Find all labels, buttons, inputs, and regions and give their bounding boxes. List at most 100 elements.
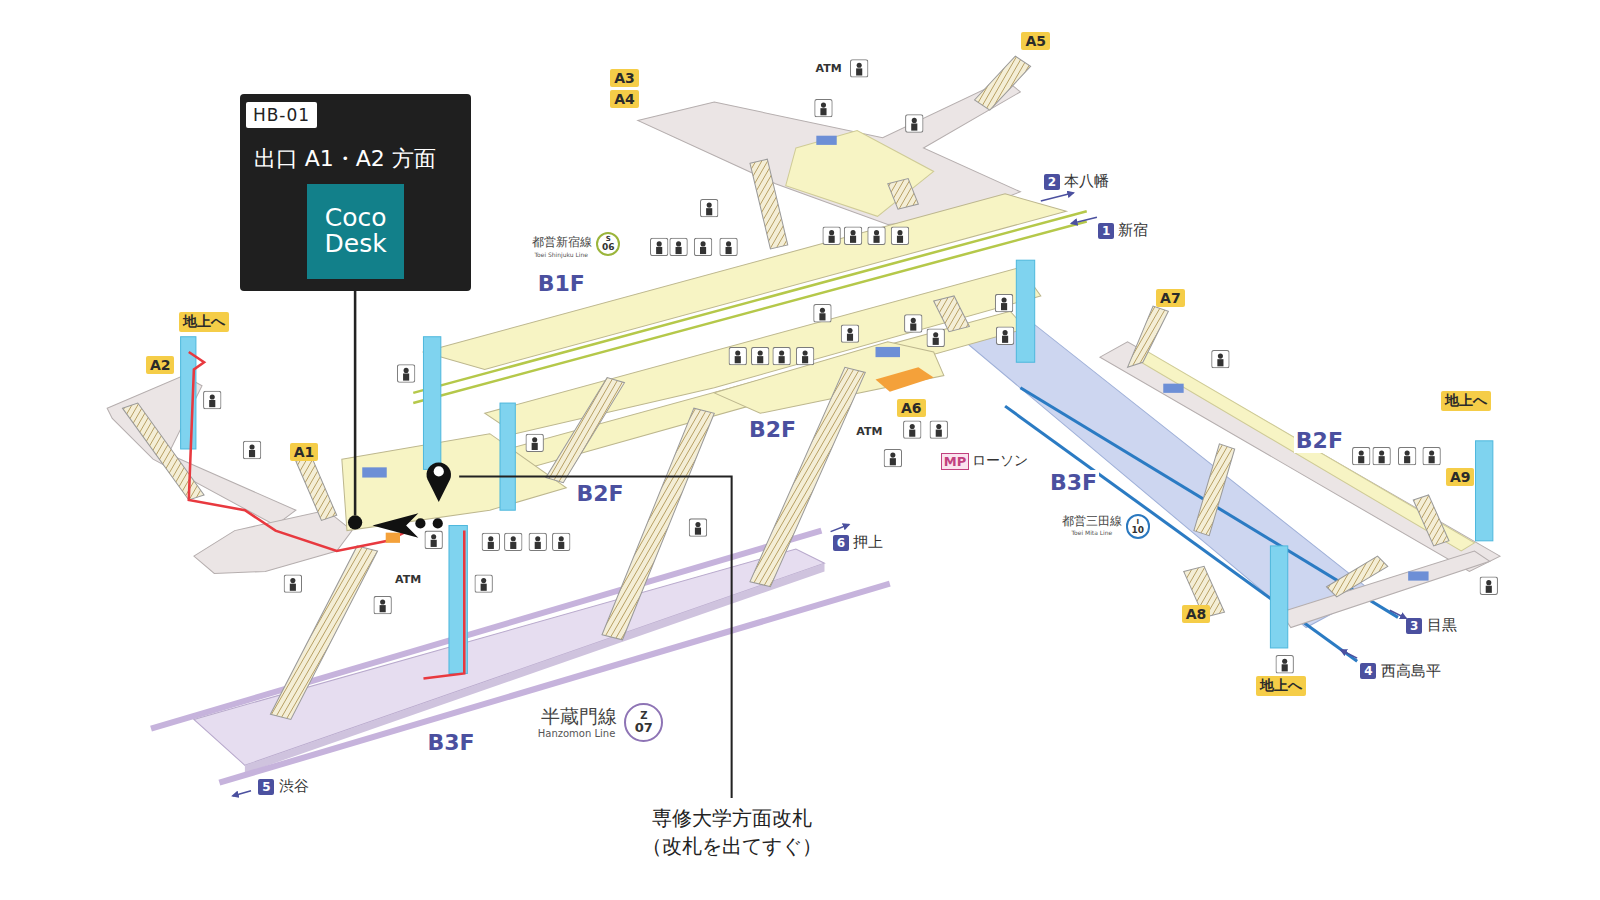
platform	[485, 267, 1041, 433]
exit-tag: 地上へ	[179, 312, 229, 332]
elevator-shaft	[500, 403, 515, 510]
elevator-shaft	[1476, 441, 1493, 541]
concourse-floor	[1133, 350, 1475, 551]
facility-icon	[773, 347, 790, 364]
line-badge: Z07	[624, 703, 663, 742]
line-name: 半蔵門線	[541, 704, 617, 730]
facility-icon	[996, 327, 1013, 344]
facility-icon	[796, 347, 813, 364]
exit-name: A5	[1025, 33, 1046, 49]
exit-tag: A3	[610, 69, 639, 87]
stair	[974, 56, 1030, 110]
stair	[546, 378, 625, 483]
concourse	[194, 510, 352, 573]
facility-icon	[884, 449, 901, 466]
gate-note: 専修大学方面改札	[652, 805, 812, 832]
facility-icon	[1212, 351, 1229, 368]
exit-name: A1	[294, 444, 315, 460]
route-line	[189, 352, 408, 551]
map-pin	[427, 462, 451, 502]
facility-icon	[243, 441, 260, 458]
gate-note: （改札を出てすぐ）	[642, 833, 822, 860]
facility-icon	[720, 238, 737, 255]
concourse-floor	[342, 434, 566, 531]
facility-icon	[814, 305, 831, 322]
facility-icon	[651, 238, 668, 255]
track-line	[219, 584, 889, 783]
facility-icon	[701, 199, 718, 216]
line-code: Z	[640, 711, 647, 721]
facility-icon	[475, 575, 492, 592]
stair	[1194, 444, 1235, 536]
stair	[1327, 556, 1388, 597]
location-dot	[415, 518, 425, 528]
exit-tag: A5	[1021, 32, 1050, 50]
exit-tag: 地上へ	[1441, 391, 1491, 411]
direction-number: 1	[1098, 223, 1114, 239]
location-dot	[433, 518, 443, 528]
direction-name: 押上	[852, 533, 884, 552]
direction-digit: 1	[1100, 223, 1112, 239]
direction-digit: 6	[835, 535, 847, 551]
floor-label: B2F	[747, 417, 798, 442]
exit-name: A9	[1450, 469, 1471, 485]
facility-icon	[1398, 447, 1415, 464]
exit-name: A3	[614, 70, 635, 86]
exit-name: A7	[1160, 290, 1181, 306]
service-name: Coco Desk	[311, 205, 400, 258]
exit-tag: A8	[1182, 605, 1211, 623]
code-text: HB-01	[253, 105, 310, 125]
floor-label: B1F	[536, 271, 587, 296]
line-name: 都営三田線	[1062, 513, 1122, 530]
facility-icon	[1276, 656, 1293, 673]
direction-name: 目黒	[1426, 616, 1458, 635]
facility-icon	[505, 533, 522, 550]
line-code: 07	[635, 721, 653, 734]
direction-digit: 4	[1362, 663, 1374, 679]
exit-tag: A9	[1446, 468, 1475, 486]
facility-icon	[397, 365, 414, 382]
facility-icon	[729, 347, 746, 364]
concourse-floor	[786, 131, 934, 217]
atm-label: ATM	[394, 573, 422, 586]
direction-name: 西高島平	[1380, 662, 1442, 681]
direction-digit: 3	[1408, 618, 1420, 634]
exit-name: A2	[150, 357, 171, 373]
facility-icon	[1353, 447, 1370, 464]
stair	[602, 408, 714, 640]
elevator-shaft	[423, 337, 440, 470]
stair	[750, 159, 788, 249]
ticket-gate	[876, 347, 900, 357]
facility-icon	[689, 519, 706, 536]
floor-label: B3F	[1048, 470, 1099, 495]
direction-number: 4	[1360, 663, 1376, 679]
exit-tag: A4	[610, 90, 639, 108]
facility-icon	[526, 434, 543, 451]
callout-heading: 出口 A1・A2 方面	[254, 144, 472, 174]
floor-label: B3F	[425, 730, 476, 755]
atm-label: ATM	[855, 425, 883, 438]
facility-icon	[482, 533, 499, 550]
facility-icon	[844, 227, 861, 244]
concourse	[638, 80, 1021, 225]
exit-name: 地上へ	[1445, 392, 1487, 410]
stair	[750, 367, 865, 586]
track-line	[1020, 388, 1398, 618]
shop-area	[386, 533, 400, 543]
direction-arrow	[1390, 610, 1406, 618]
line-code: I	[1136, 519, 1139, 526]
stair	[1413, 495, 1449, 546]
direction-digit: 5	[260, 779, 272, 795]
shop-name: ローソン	[971, 452, 1029, 470]
facility-icon	[204, 391, 221, 408]
exit-tag: A6	[897, 399, 926, 417]
facility-icon	[906, 115, 923, 132]
exit-name: A4	[614, 91, 635, 107]
exit-name: A8	[1186, 606, 1207, 622]
facility-icon	[529, 533, 546, 550]
concourse	[1281, 551, 1490, 628]
line-name-en: Toei Mita Line	[1071, 529, 1112, 536]
direction-arrow	[831, 524, 849, 531]
floor-label: B2F	[1294, 428, 1345, 453]
